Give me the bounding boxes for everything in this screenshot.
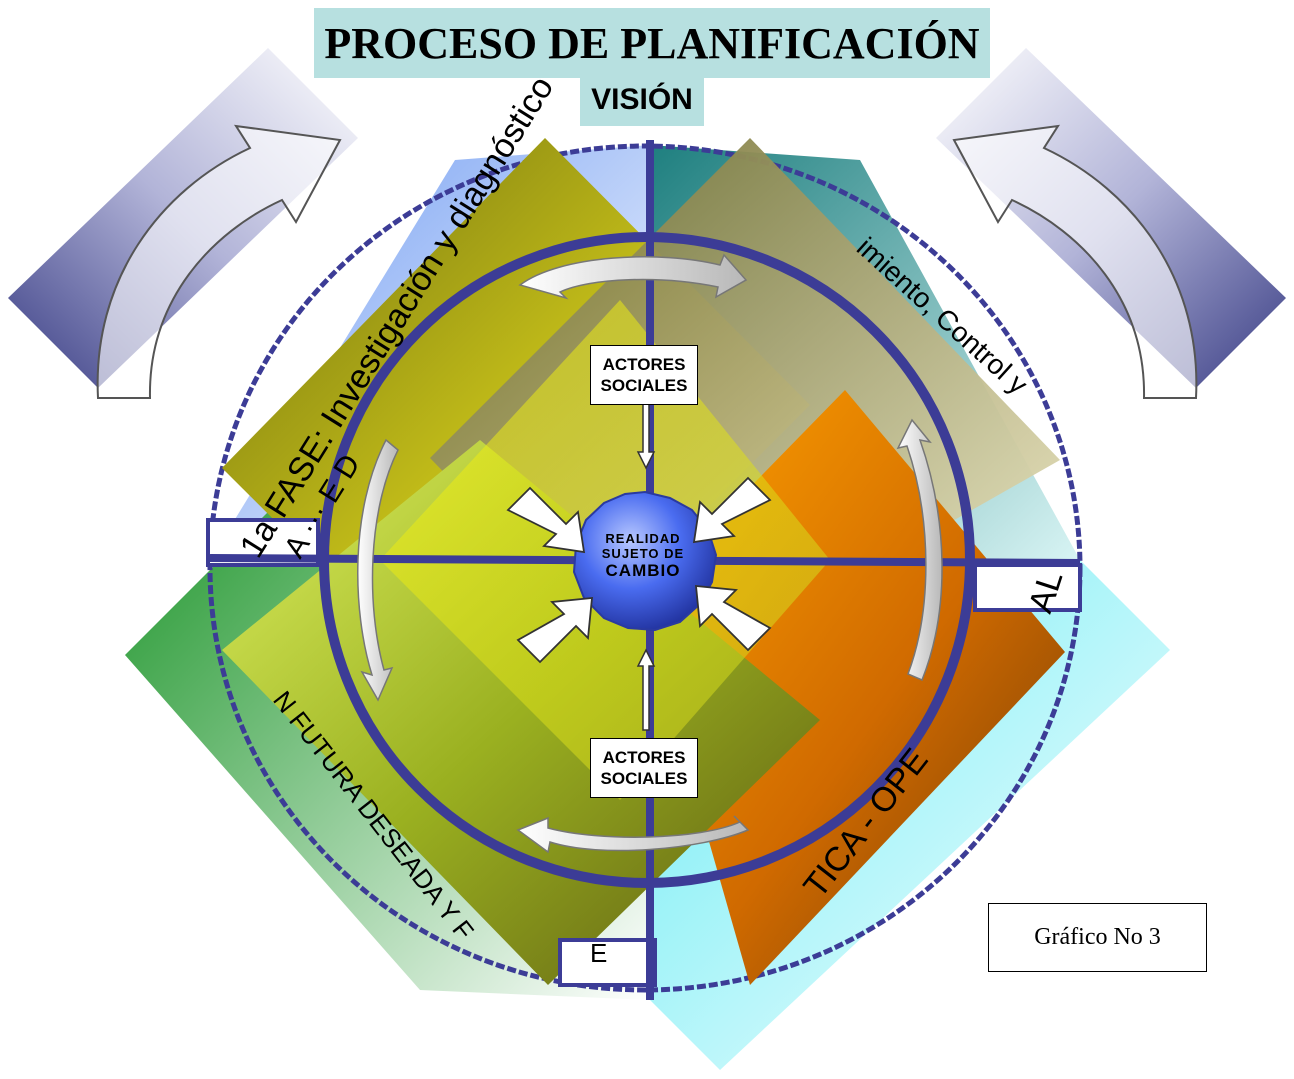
actors-top-line1: ACTORES — [602, 355, 686, 374]
actors-bottom-box: ACTORES SOCIALES — [590, 738, 698, 798]
block-arrow-bottom-left — [516, 596, 594, 664]
center-block-arrows — [506, 476, 772, 664]
block-arrow-top-right — [692, 476, 772, 544]
big-corner-arrow-left — [8, 48, 358, 399]
curved-up-arrow-right — [952, 124, 1198, 399]
actors-bottom-line1: ACTORES — [602, 748, 686, 767]
vision-label: VISIÓN — [591, 83, 693, 116]
ring-text-bottom: E — [590, 938, 607, 968]
arrow-right-curved — [896, 418, 943, 681]
axis-arrows — [636, 399, 656, 731]
page-title: PROCESO DE PLANIFICACIÓN — [324, 18, 980, 68]
actors-bottom-line2: SOCIALES — [600, 769, 688, 788]
caption: Gráfico No 3 — [1034, 924, 1161, 950]
curved-up-arrow-left — [96, 124, 342, 399]
arrow-bottom-curved — [516, 815, 750, 854]
inner-circle — [319, 232, 975, 888]
title-box: PROCESO DE PLANIFICACIÓN — [314, 8, 990, 78]
big-corner-arrow-right — [936, 48, 1286, 399]
actors-top-box: ACTORES SOCIALES — [590, 345, 698, 405]
actors-top-line2: SOCIALES — [600, 376, 688, 395]
vision-box: VISIÓN — [580, 74, 704, 126]
arrow-top-curved — [518, 253, 748, 300]
center-sphere — [572, 490, 718, 632]
cycle-arrows — [357, 253, 943, 854]
caption-box: Gráfico No 3 — [988, 903, 1207, 972]
block-arrow-bottom-right — [694, 584, 772, 652]
arrow-left-curved — [357, 438, 399, 702]
block-arrow-top-left — [506, 486, 586, 554]
